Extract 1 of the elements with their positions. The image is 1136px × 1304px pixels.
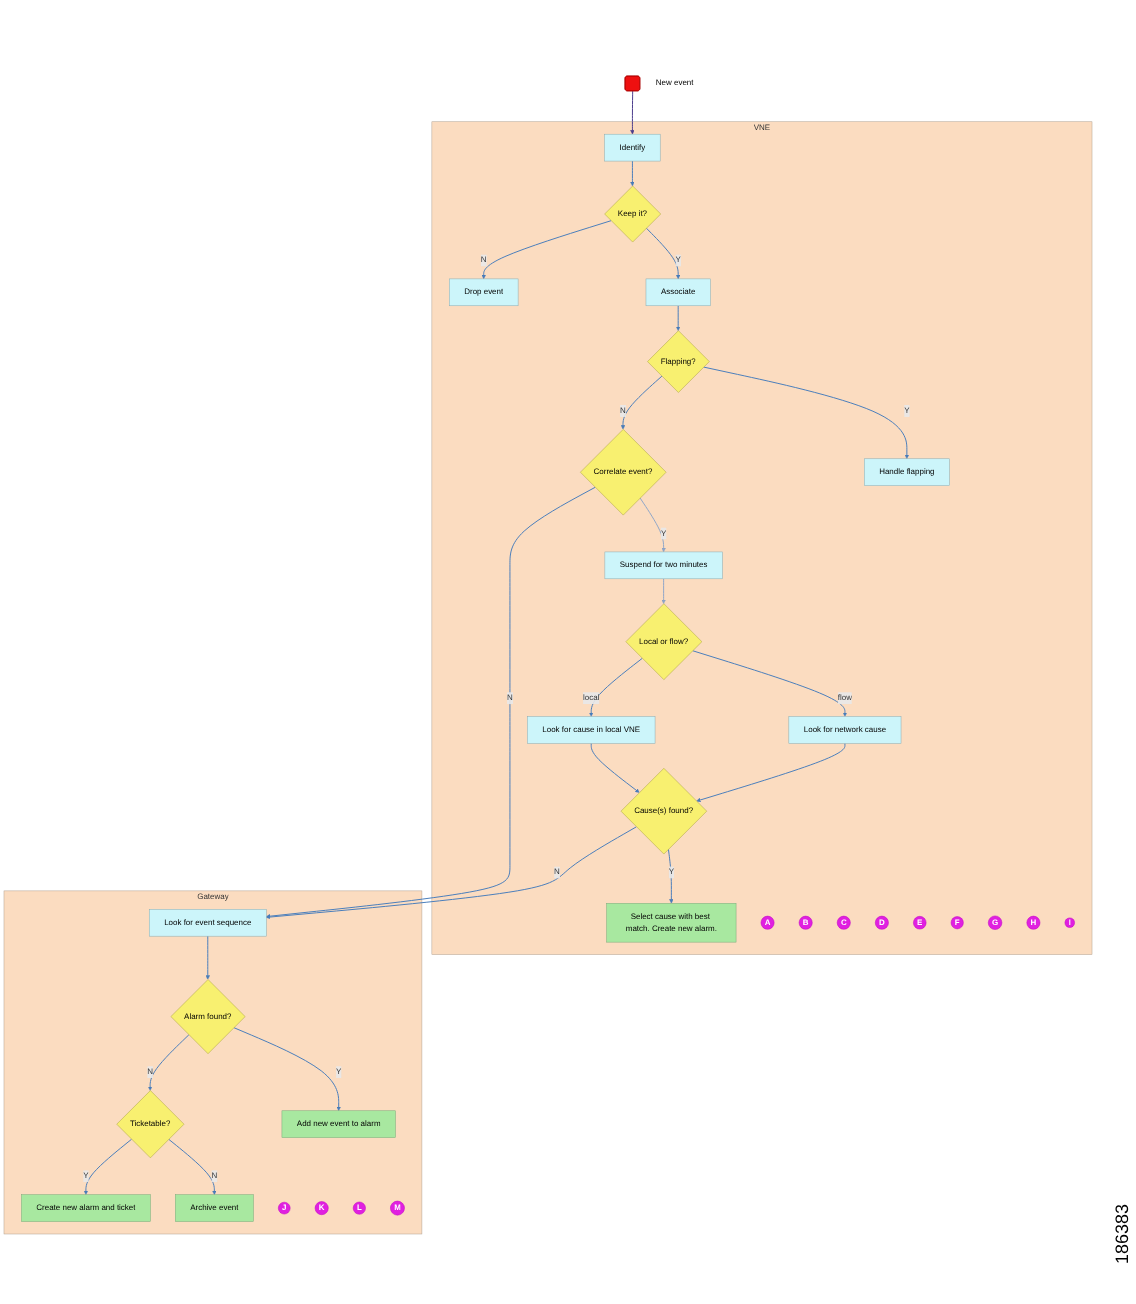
figure-number: 186383 [1112, 1203, 1132, 1264]
